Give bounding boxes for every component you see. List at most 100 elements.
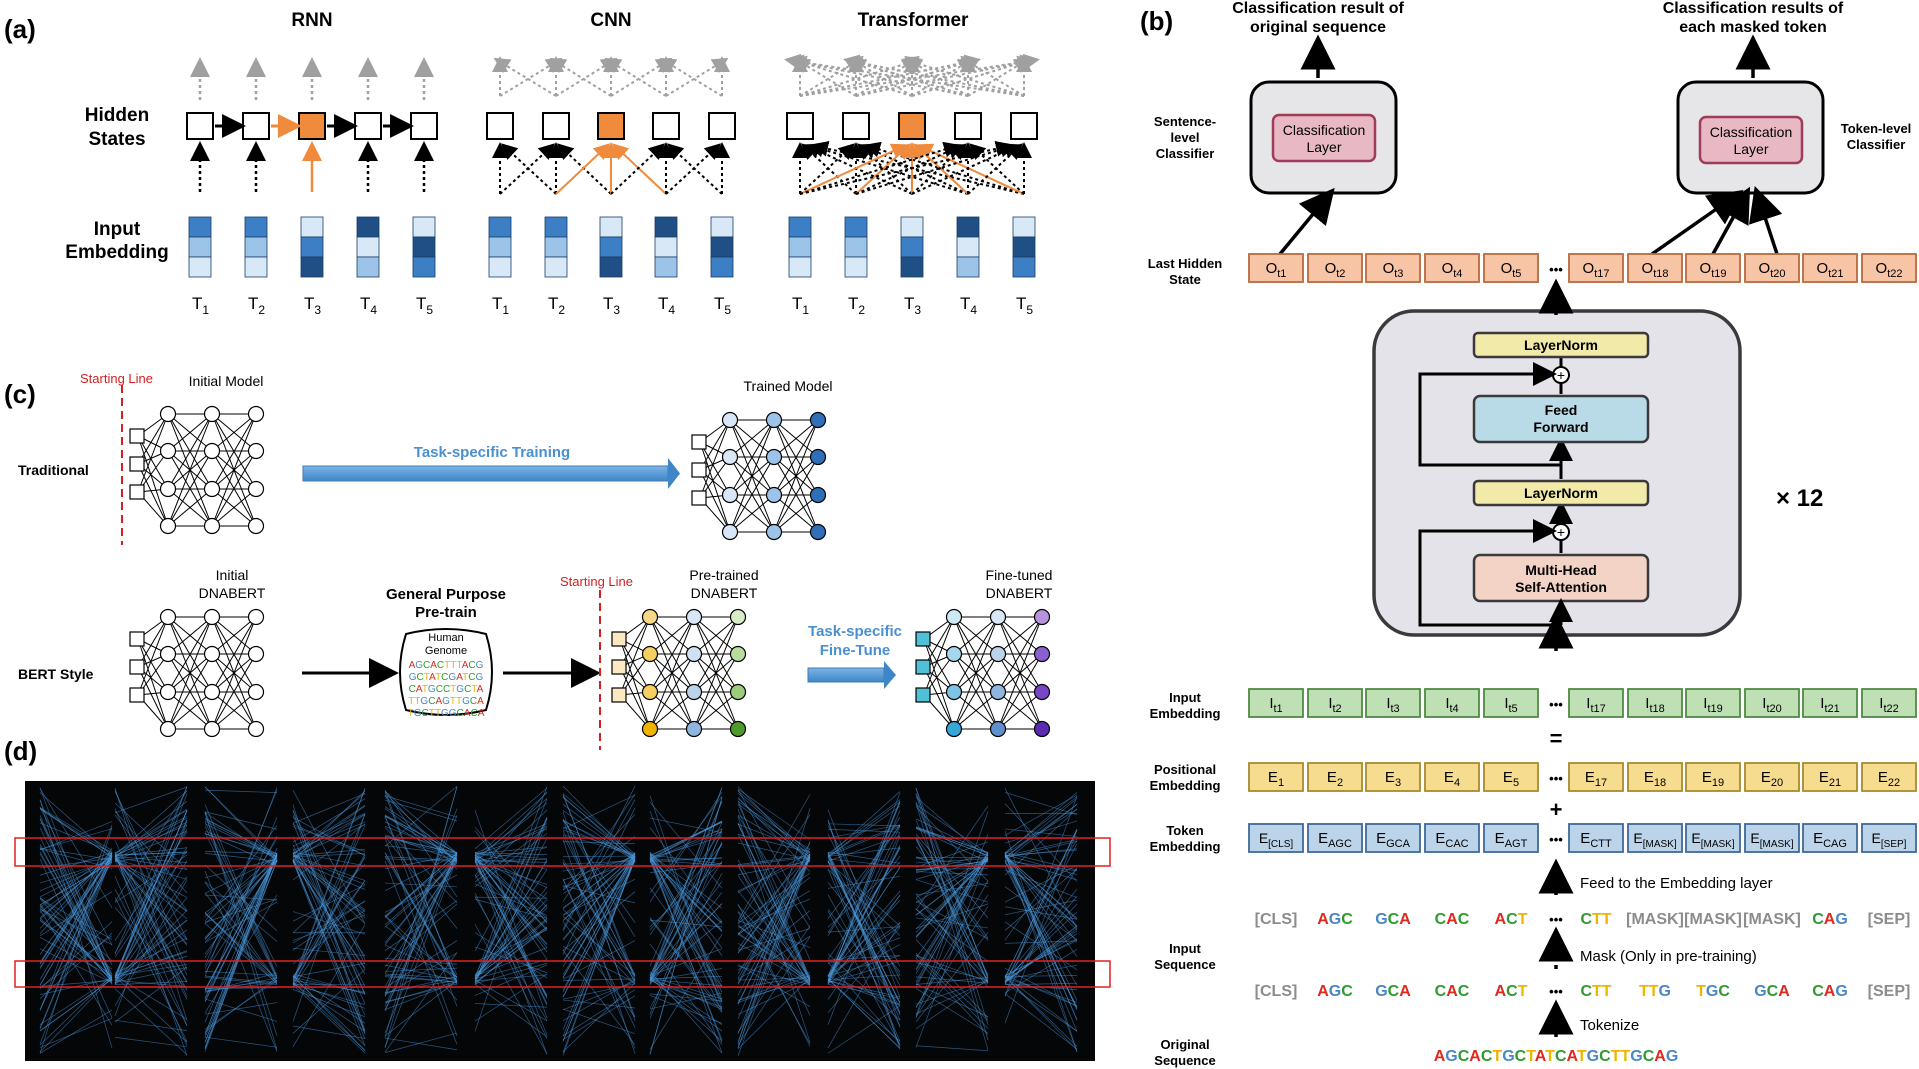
- token-embedding-box: [1483, 823, 1539, 853]
- token-classifier-label-2: Classifier: [1847, 137, 1906, 152]
- embedding-cell: [356, 236, 380, 258]
- input-embedding-b-label-2: Embedding: [1150, 706, 1221, 721]
- embedding-cell: [188, 216, 212, 238]
- attention-head-column: [649, 787, 723, 1055]
- sequence-token: GCA: [1754, 983, 1790, 1000]
- hidden-state-box: [298, 112, 326, 140]
- hidden-state-box: [354, 112, 382, 140]
- embedding-cell: [300, 216, 324, 238]
- token-label: T4: [360, 294, 377, 317]
- input-embedding-box: [1744, 688, 1800, 718]
- hidden-state-box: [186, 112, 214, 140]
- token-embedding-box: [1248, 823, 1304, 853]
- plus-sign: +: [1550, 797, 1563, 822]
- hidden-state-box: [954, 112, 982, 140]
- panel-d-attention-visualization: [14, 781, 1111, 1061]
- input-embedding-box: [1248, 688, 1304, 718]
- token-embedding-label: Token: [1166, 823, 1203, 838]
- classification-layer-text-r-2: Layer: [1733, 141, 1768, 157]
- sequence-token: ACT: [1495, 911, 1528, 928]
- hidden-states-label: Hidden: [85, 105, 149, 126]
- sequence-token: CAC: [1435, 911, 1470, 928]
- classification-layer-text-r: Classification: [1710, 124, 1792, 140]
- input-embedding-label-2: Embedding: [65, 242, 168, 263]
- embedding-cell: [844, 216, 868, 238]
- embedding-cell: [544, 216, 568, 238]
- token-embedding-box: [1802, 823, 1858, 853]
- human-genome-cloud: [399, 628, 493, 716]
- embedding-cell: [188, 256, 212, 278]
- embedding-cell: [956, 216, 980, 238]
- embedding-cell: [488, 216, 512, 238]
- embedding-cell: [1012, 216, 1036, 238]
- positional-label: Positional: [1154, 762, 1216, 777]
- embedding-cell: [654, 256, 678, 278]
- sequence-token: AGC: [1317, 983, 1353, 1000]
- embedding-cell: [956, 256, 980, 278]
- ellipsis: •••: [1549, 912, 1563, 927]
- genome-sequence-line: TTGCAGTTGCA: [408, 696, 484, 707]
- repeat-label: × 12: [1776, 485, 1823, 512]
- embedding-cell: [488, 236, 512, 258]
- embedding-cell: [788, 216, 812, 238]
- ellipsis: •••: [1549, 984, 1563, 999]
- positional-embedding-box: [1685, 762, 1741, 792]
- sentence-classifier-label-2: level: [1171, 130, 1200, 145]
- sequence-token: GCA: [1375, 983, 1411, 1000]
- input-embedding-box: [1685, 688, 1741, 718]
- output-token-box: [1627, 253, 1683, 283]
- token-classifier-label: Token-level: [1841, 121, 1912, 136]
- last-hidden-label: Last Hidden: [1148, 256, 1222, 271]
- feed-forward-text-2: Forward: [1533, 419, 1588, 435]
- rnn-title: RNN: [291, 10, 332, 31]
- input-embedding-box: [1861, 688, 1917, 718]
- original-sequence: AGCACTGCTATCATGCTTGCAG: [1434, 1048, 1679, 1065]
- token-label: T1: [792, 294, 809, 317]
- token-embedding-box: [1627, 823, 1683, 853]
- sentence-classification-layer: [1271, 113, 1377, 163]
- genome-title: Human: [428, 632, 463, 644]
- input-embedding-box: [1568, 688, 1624, 718]
- ellipsis: •••: [1549, 771, 1563, 786]
- panel-c-training-paradigms: Starting Line Initial Model Trained Mode…: [18, 371, 1053, 750]
- neural-network: [129, 608, 265, 738]
- sequence-token: AGC: [1317, 911, 1353, 928]
- sequence-token: [MASK]: [1684, 911, 1742, 928]
- positional-embedding-box: [1744, 762, 1800, 792]
- classification-layer-text-2: Layer: [1306, 139, 1341, 155]
- svg-text:+: +: [1557, 367, 1565, 383]
- neural-network: [691, 411, 827, 541]
- classification-layer-text: Classification: [1283, 122, 1365, 138]
- embedding-cell: [900, 216, 924, 238]
- input-embedding-box: [1802, 688, 1858, 718]
- pretrained-label-2: DNABERT: [691, 585, 758, 601]
- mask-note: Mask (Only in pre-training): [1580, 948, 1757, 965]
- positional-embedding-box: [1861, 762, 1917, 792]
- input-sequence-label: Input: [1169, 941, 1201, 956]
- embedding-cell: [544, 236, 568, 258]
- token-label: T1: [492, 294, 509, 317]
- sequence-token: [SEP]: [1868, 983, 1911, 1000]
- embedding-cell: [1012, 256, 1036, 278]
- embedding-cell: [1012, 236, 1036, 258]
- embedding-cell: [900, 256, 924, 278]
- embedding-cell: [599, 236, 623, 258]
- positional-embedding-box: [1568, 762, 1624, 792]
- sequence-token: CTT: [1580, 983, 1611, 1000]
- input-embedding-b-label: Input: [1169, 690, 1201, 705]
- embedding-cell: [412, 216, 436, 238]
- embedding-cell: [844, 256, 868, 278]
- sequence-token: [CLS]: [1255, 911, 1298, 928]
- output-token-box: [1568, 253, 1624, 283]
- genome-sequence-line: GCTATCGATCG: [409, 672, 484, 683]
- input-embedding-box: [1627, 688, 1683, 718]
- token-embedding-box: [1365, 823, 1421, 853]
- ellipsis: •••: [1549, 832, 1563, 847]
- positional-embedding-box: [1365, 762, 1421, 792]
- embedding-cell: [412, 256, 436, 278]
- hidden-states-label-2: States: [88, 129, 145, 150]
- token-label: T3: [304, 294, 321, 317]
- input-embedding-label: Input: [94, 219, 141, 240]
- embedding-cell: [844, 236, 868, 258]
